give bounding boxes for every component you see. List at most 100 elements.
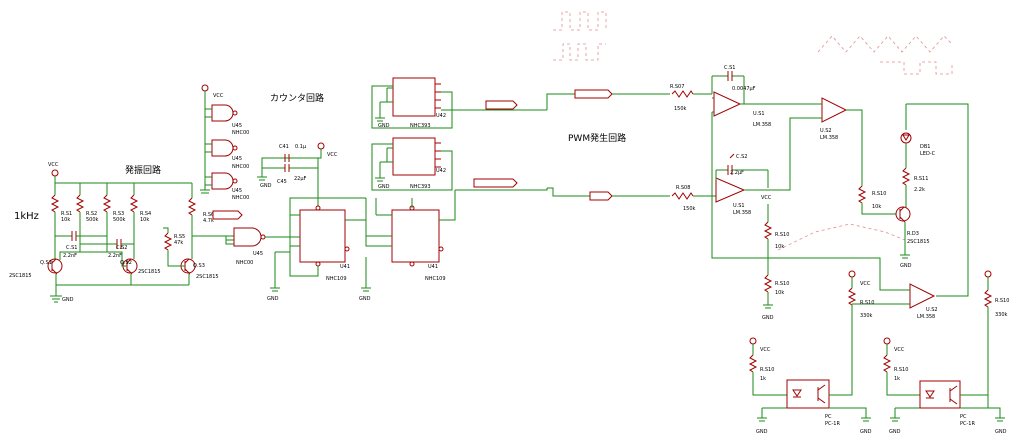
svg-text:U.S1: U.S1 — [733, 203, 745, 209]
svg-text:2SC1815: 2SC1815 — [907, 239, 930, 245]
svg-text:R.S11: R.S11 — [914, 176, 928, 182]
svg-text:U.S1: U.S1 — [753, 111, 765, 117]
svg-text:500k: 500k — [86, 217, 99, 223]
svg-text:NHC109: NHC109 — [326, 276, 347, 282]
svg-text:1k: 1k — [760, 376, 766, 382]
svg-text:R.S5: R.S5 — [174, 234, 185, 240]
svg-text:0.0047μF: 0.0047μF — [732, 86, 756, 92]
capacitor-cs2: C.S22.2nF — [80, 239, 134, 259]
svg-text:Q.S2: Q.S2 — [120, 260, 132, 266]
svg-text:10k: 10k — [61, 217, 70, 223]
svg-text:150k: 150k — [683, 206, 696, 212]
svg-text:PC-1R: PC-1R — [825, 421, 840, 427]
svg-text:U45: U45 — [253, 251, 263, 257]
section-title-counter: カウンタ回路 — [270, 92, 324, 104]
svg-text:10k: 10k — [140, 217, 149, 223]
svg-text:500k: 500k — [113, 217, 126, 223]
svg-text:GND: GND — [756, 429, 768, 435]
svg-text:C.S2: C.S2 — [736, 154, 747, 160]
svg-text:2.2k: 2.2k — [914, 187, 925, 193]
resistor-rs11: R.S11 2.2k — [901, 143, 928, 207]
svg-text:R.S10: R.S10 — [894, 367, 908, 373]
svg-text:VCC: VCC — [894, 347, 905, 353]
svg-text:PC: PC — [960, 414, 967, 420]
resistor-rs10-e: R.S10 330k — [983, 270, 1009, 408]
resistor-rs6 — [187, 183, 197, 236]
svg-text:GND: GND — [900, 263, 912, 269]
svg-text:R.S10: R.S10 — [775, 232, 789, 238]
svg-text:LM.358: LM.358 — [753, 122, 771, 128]
resistor-rs08: R.S08 150k — [671, 185, 716, 212]
svg-text:2SC1815: 2SC1815 — [196, 274, 219, 280]
svg-text:GND: GND — [378, 184, 390, 190]
svg-text:R.S10: R.S10 — [760, 367, 774, 373]
svg-text:PC: PC — [825, 414, 832, 420]
svg-text:R.S3: R.S3 — [113, 211, 124, 217]
svg-text:U41: U41 — [428, 264, 438, 270]
waveform-sketches — [553, 11, 953, 251]
svg-text:U42: U42 — [436, 168, 446, 174]
svg-text:0.1μ: 0.1μ — [295, 144, 307, 150]
svg-text:U.S2: U.S2 — [820, 128, 832, 134]
svg-text:NHC393: NHC393 — [410, 184, 431, 190]
svg-text:4.7k: 4.7k — [203, 218, 214, 224]
capacitor-cs1: C.S1 2.2nF — [55, 231, 107, 259]
svg-text:U45: U45 — [232, 156, 242, 162]
svg-text:R.S10: R.S10 — [995, 298, 1009, 304]
svg-text:2SC1815: 2SC1815 — [138, 269, 161, 275]
output-flag — [212, 210, 243, 220]
svg-text:47k: 47k — [174, 240, 183, 246]
frequency-label: 1kHz — [14, 211, 39, 222]
svg-text:2.2nF: 2.2nF — [108, 253, 122, 259]
svg-text:GND: GND — [359, 296, 371, 302]
svg-text:U41: U41 — [340, 264, 350, 270]
section-title-pwm: PWM発生回路 — [568, 132, 626, 144]
svg-text:NHC00: NHC00 — [236, 260, 253, 266]
section-title-oscillator: 発振回路 — [125, 164, 161, 176]
svg-text:R.S08: R.S08 — [676, 185, 690, 191]
svg-text:1k: 1k — [894, 376, 900, 382]
svg-text:LED-C: LED-C — [920, 151, 936, 157]
svg-text:R.S10: R.S10 — [860, 300, 874, 306]
transistor-qs1: Q.S1 2SC1815 — [9, 236, 108, 285]
svg-text:R.S07: R.S07 — [670, 84, 684, 90]
svg-text:Q.S1: Q.S1 — [40, 260, 52, 266]
svg-text:VCC: VCC — [327, 152, 338, 158]
bus-flag-3 — [574, 89, 613, 99]
svg-text:VCC: VCC — [761, 195, 772, 201]
vcc-symbol — [51, 169, 59, 177]
svg-text:2SC1815: 2SC1815 — [9, 273, 32, 279]
svg-text:R.D3: R.D3 — [907, 231, 919, 237]
svg-text:R.S1: R.S1 — [61, 211, 72, 217]
svg-text:NHC00: NHC00 — [232, 195, 249, 201]
vcc-label: VCC — [48, 162, 59, 168]
svg-text:330k: 330k — [995, 312, 1008, 318]
svg-text:2.2nF: 2.2nF — [63, 253, 77, 259]
svg-text:PC-1R: PC-1R — [960, 421, 975, 427]
svg-text:C.S1: C.S1 — [724, 65, 735, 71]
svg-text:VCC: VCC — [760, 347, 771, 353]
svg-text:R.S4: R.S4 — [140, 211, 151, 217]
svg-text:NHC109: NHC109 — [425, 276, 446, 282]
svg-text:LM.358: LM.358 — [917, 314, 935, 320]
svg-text:C.S1: C.S1 — [66, 245, 77, 251]
bus-flag-2 — [473, 178, 518, 188]
svg-text:GND: GND — [762, 315, 774, 321]
capacitor-cs2-pwm: C.S22.2μF — [716, 153, 769, 188]
svg-text:22μF: 22μF — [294, 176, 307, 182]
bus-flag-4 — [589, 191, 613, 201]
svg-text:10k: 10k — [872, 204, 881, 210]
